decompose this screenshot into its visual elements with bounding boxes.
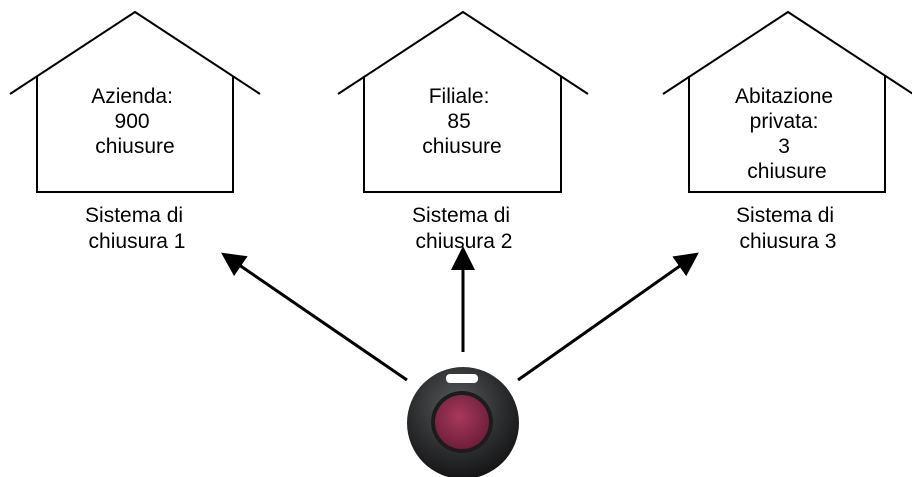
arrow-to-system-3 bbox=[517, 252, 699, 382]
house-2-caption-line-2: chiusura 2 bbox=[416, 230, 513, 253]
house-1-line-2: 900 bbox=[115, 110, 150, 133]
house-3-caption-line-1: Sistema di bbox=[736, 204, 834, 227]
svg-text:Sistema di chiusura 1: Sistema di chiusura 1 bbox=[85, 204, 189, 253]
house-2: Filiale: 85 chiusure Sistema di chiusura… bbox=[337, 10, 589, 253]
house-2-roof bbox=[337, 10, 589, 95]
house-3-line-1: Abitazione bbox=[735, 85, 833, 108]
house-3-line-4: chiusure bbox=[747, 160, 826, 183]
house-2-line-1: Filiale: bbox=[429, 85, 490, 108]
house-3-line-3: 3 bbox=[778, 135, 790, 158]
svg-text:Filiale: 85 chiusu: Filiale: 85 chiusure bbox=[422, 85, 501, 158]
house-3-roof bbox=[662, 10, 912, 95]
house-3-line-2: privata: bbox=[750, 110, 819, 133]
key-fob-transponder-icon bbox=[407, 367, 519, 477]
house-3: Abitazione privata: 3 chiusure Sistema d… bbox=[662, 10, 912, 253]
house-2-line-2: 85 bbox=[447, 110, 470, 133]
svg-text:Azienda: 900 chius: Azienda: 900 chiusure bbox=[91, 85, 179, 158]
house-1-caption-line-1: Sistema di bbox=[85, 204, 183, 227]
house-1: Azienda: 900 chiusure Sistema di chiusur… bbox=[9, 10, 261, 253]
house-2-line-3: chiusure bbox=[422, 135, 501, 158]
house-3-caption-line-2: chiusura 3 bbox=[740, 230, 837, 253]
house-1-caption-line-2: chiusura 1 bbox=[89, 230, 186, 253]
house-1-line-3: chiusure bbox=[95, 135, 174, 158]
svg-text:Sistema di chiusura 2: Sistema di chiusura 2 bbox=[412, 204, 516, 253]
arrow-to-system-1 bbox=[221, 252, 408, 382]
house-1-walls bbox=[36, 76, 234, 193]
house-1-roof bbox=[9, 10, 261, 95]
svg-text:Abitazione privata:: Abitazione privata: 3 chiusure bbox=[735, 85, 839, 183]
house-1-line-1: Azienda: bbox=[91, 85, 173, 108]
house-2-caption-line-1: Sistema di bbox=[412, 204, 510, 227]
house-2-walls bbox=[363, 76, 562, 193]
house-3-walls bbox=[688, 76, 886, 193]
svg-text:Sistema di chiusura 3: Sistema di chiusura 3 bbox=[736, 204, 840, 253]
